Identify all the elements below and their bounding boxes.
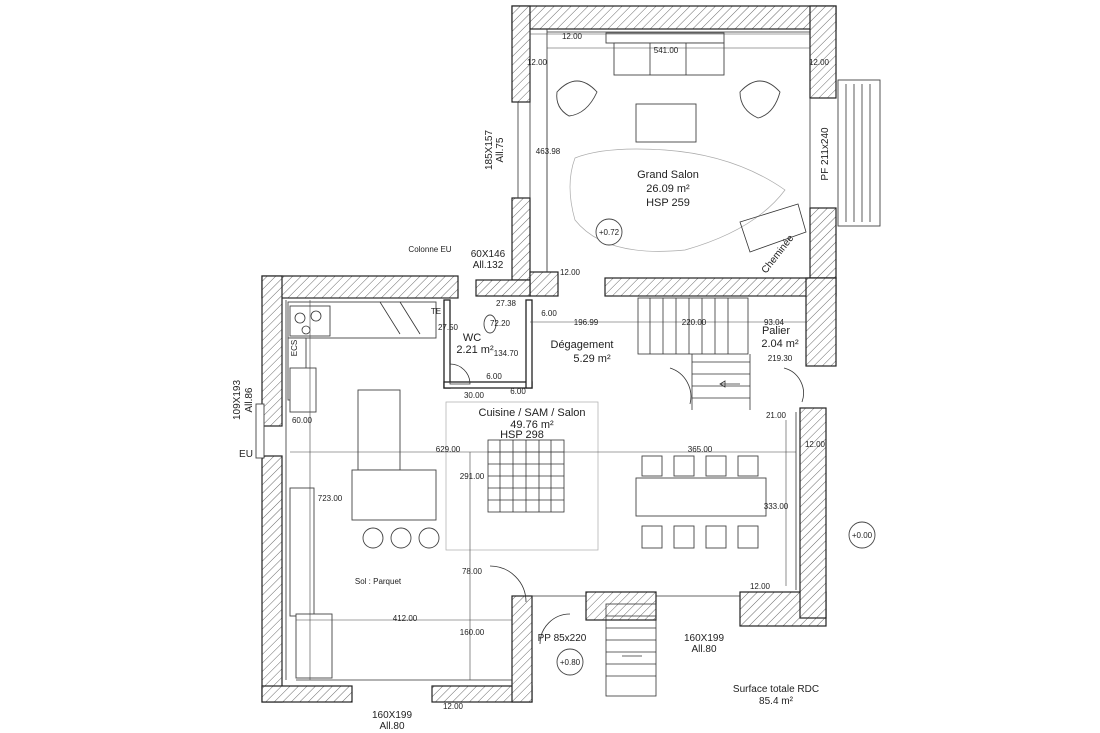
- svg-text:12.00: 12.00: [560, 268, 581, 277]
- cuisine-name: Cuisine / SAM / Salon: [479, 407, 586, 419]
- svg-text:+0.00: +0.00: [852, 531, 873, 540]
- svg-text:220.00: 220.00: [682, 318, 707, 327]
- rug-outline: [569, 148, 786, 252]
- colonne-label: Colonne EU: [408, 245, 451, 254]
- svg-text:134.70: 134.70: [494, 349, 519, 358]
- svg-text:27.38: 27.38: [496, 299, 517, 308]
- window-bottom-dim: 160X199: [372, 710, 412, 721]
- door-entry-arc: [489, 565, 527, 603]
- cuisine-hsp: HSP 298: [500, 429, 544, 441]
- dining-table: [635, 455, 767, 549]
- svg-text:723.00: 723.00: [318, 494, 343, 503]
- dimension-labels: 541.00 12.00 12.00 12.00 463.98 12.00 27…: [292, 32, 830, 711]
- degagement-area: 5.29 m²: [573, 353, 611, 365]
- svg-text:78.00: 78.00: [462, 567, 483, 576]
- svg-text:72.20: 72.20: [490, 319, 511, 328]
- svg-text:30.00: 30.00: [464, 391, 485, 400]
- svg-text:12.00: 12.00: [805, 440, 826, 449]
- main-walls: [261, 275, 837, 703]
- window-bottom2-all: All.80: [691, 644, 716, 655]
- svg-text:+0.72: +0.72: [599, 228, 620, 237]
- grand-salon-walls: [511, 5, 837, 297]
- svg-text:27.50: 27.50: [438, 323, 459, 332]
- window-185-dim: 185X157: [484, 130, 495, 170]
- window-60-dim: 60X146: [471, 249, 506, 260]
- level-marker-3: +0.80: [556, 648, 584, 676]
- armchair-left: [556, 80, 598, 117]
- svg-text:412.00: 412.00: [393, 614, 418, 623]
- sofa: [605, 32, 725, 76]
- total-label: Surface totale RDC: [733, 684, 819, 695]
- svg-text:60.00: 60.00: [292, 416, 313, 425]
- svg-text:12.00: 12.00: [750, 582, 771, 591]
- svg-text:219.30: 219.30: [768, 354, 793, 363]
- svg-text:365.00: 365.00: [688, 445, 713, 454]
- svg-text:+0.80: +0.80: [560, 658, 581, 667]
- svg-text:12.00: 12.00: [443, 702, 464, 711]
- svg-text:12.00: 12.00: [562, 32, 583, 41]
- svg-text:629.00: 629.00: [436, 445, 461, 454]
- wc-walls: [443, 299, 533, 389]
- svg-text:6.00: 6.00: [486, 372, 502, 381]
- svg-text:21.00: 21.00: [766, 411, 787, 420]
- sol-label: Sol : Parquet: [355, 577, 402, 586]
- svg-text:541.00: 541.00: [654, 46, 679, 55]
- window-bottom-all: All.80: [379, 721, 404, 732]
- palier-area: 2.04 m²: [761, 338, 799, 350]
- window-185-all: All.75: [495, 137, 506, 162]
- svg-text:12.00: 12.00: [809, 58, 830, 67]
- door-pp-dim: PP 85x220: [538, 633, 587, 644]
- svg-text:160.00: 160.00: [460, 628, 485, 637]
- staircase-lower: [605, 603, 657, 697]
- door-stairs-arc: [669, 367, 692, 405]
- level-marker-1: +0.72: [595, 218, 623, 246]
- balcony-window: [837, 79, 881, 227]
- window-109-all: All.86: [244, 387, 255, 412]
- eu-label: EU: [239, 449, 253, 460]
- grand-salon-area: 26.09 m²: [646, 183, 690, 195]
- door-palier-arc: [783, 367, 804, 403]
- wc-area: 2.21 m²: [456, 344, 494, 356]
- grand-salon-hsp: HSP 259: [646, 197, 690, 209]
- wc-name: WC: [463, 332, 481, 344]
- ecs-label: ECS: [290, 340, 299, 356]
- svg-text:463.98: 463.98: [536, 147, 561, 156]
- staircase-upper: [637, 297, 751, 410]
- grand-salon-name: Grand Salon: [637, 169, 699, 181]
- fireplace: [739, 203, 807, 253]
- cheminee-label: Cheminée: [760, 233, 797, 276]
- pf-window-dim: PF 211x240: [820, 127, 831, 181]
- window-bottom2-dim: 160X199: [684, 633, 724, 644]
- armchair-right: [739, 80, 781, 119]
- coffee-table: [635, 103, 697, 143]
- svg-text:6.00: 6.00: [510, 387, 526, 396]
- te-label: TE: [431, 307, 441, 316]
- dimension-lines: [290, 33, 810, 680]
- door-pp-arc: [539, 613, 571, 645]
- svg-text:93.04: 93.04: [764, 318, 785, 327]
- left-window: [255, 403, 265, 459]
- total-value: 85.4 m²: [759, 696, 794, 707]
- svg-text:291.00: 291.00: [460, 472, 485, 481]
- window-60-all: All.132: [473, 260, 504, 271]
- palier-name: Palier: [762, 325, 790, 337]
- degagement-name: Dégagement: [551, 339, 614, 351]
- svg-text:6.00: 6.00: [541, 309, 557, 318]
- svg-text:12.00: 12.00: [527, 58, 548, 67]
- window-109-dim: 109X193: [232, 380, 243, 420]
- cuisine-area: 49.76 m²: [510, 419, 554, 431]
- svg-text:196.99: 196.99: [574, 318, 599, 327]
- level-marker-2: +0.00: [848, 521, 876, 549]
- svg-text:333.00: 333.00: [764, 502, 789, 511]
